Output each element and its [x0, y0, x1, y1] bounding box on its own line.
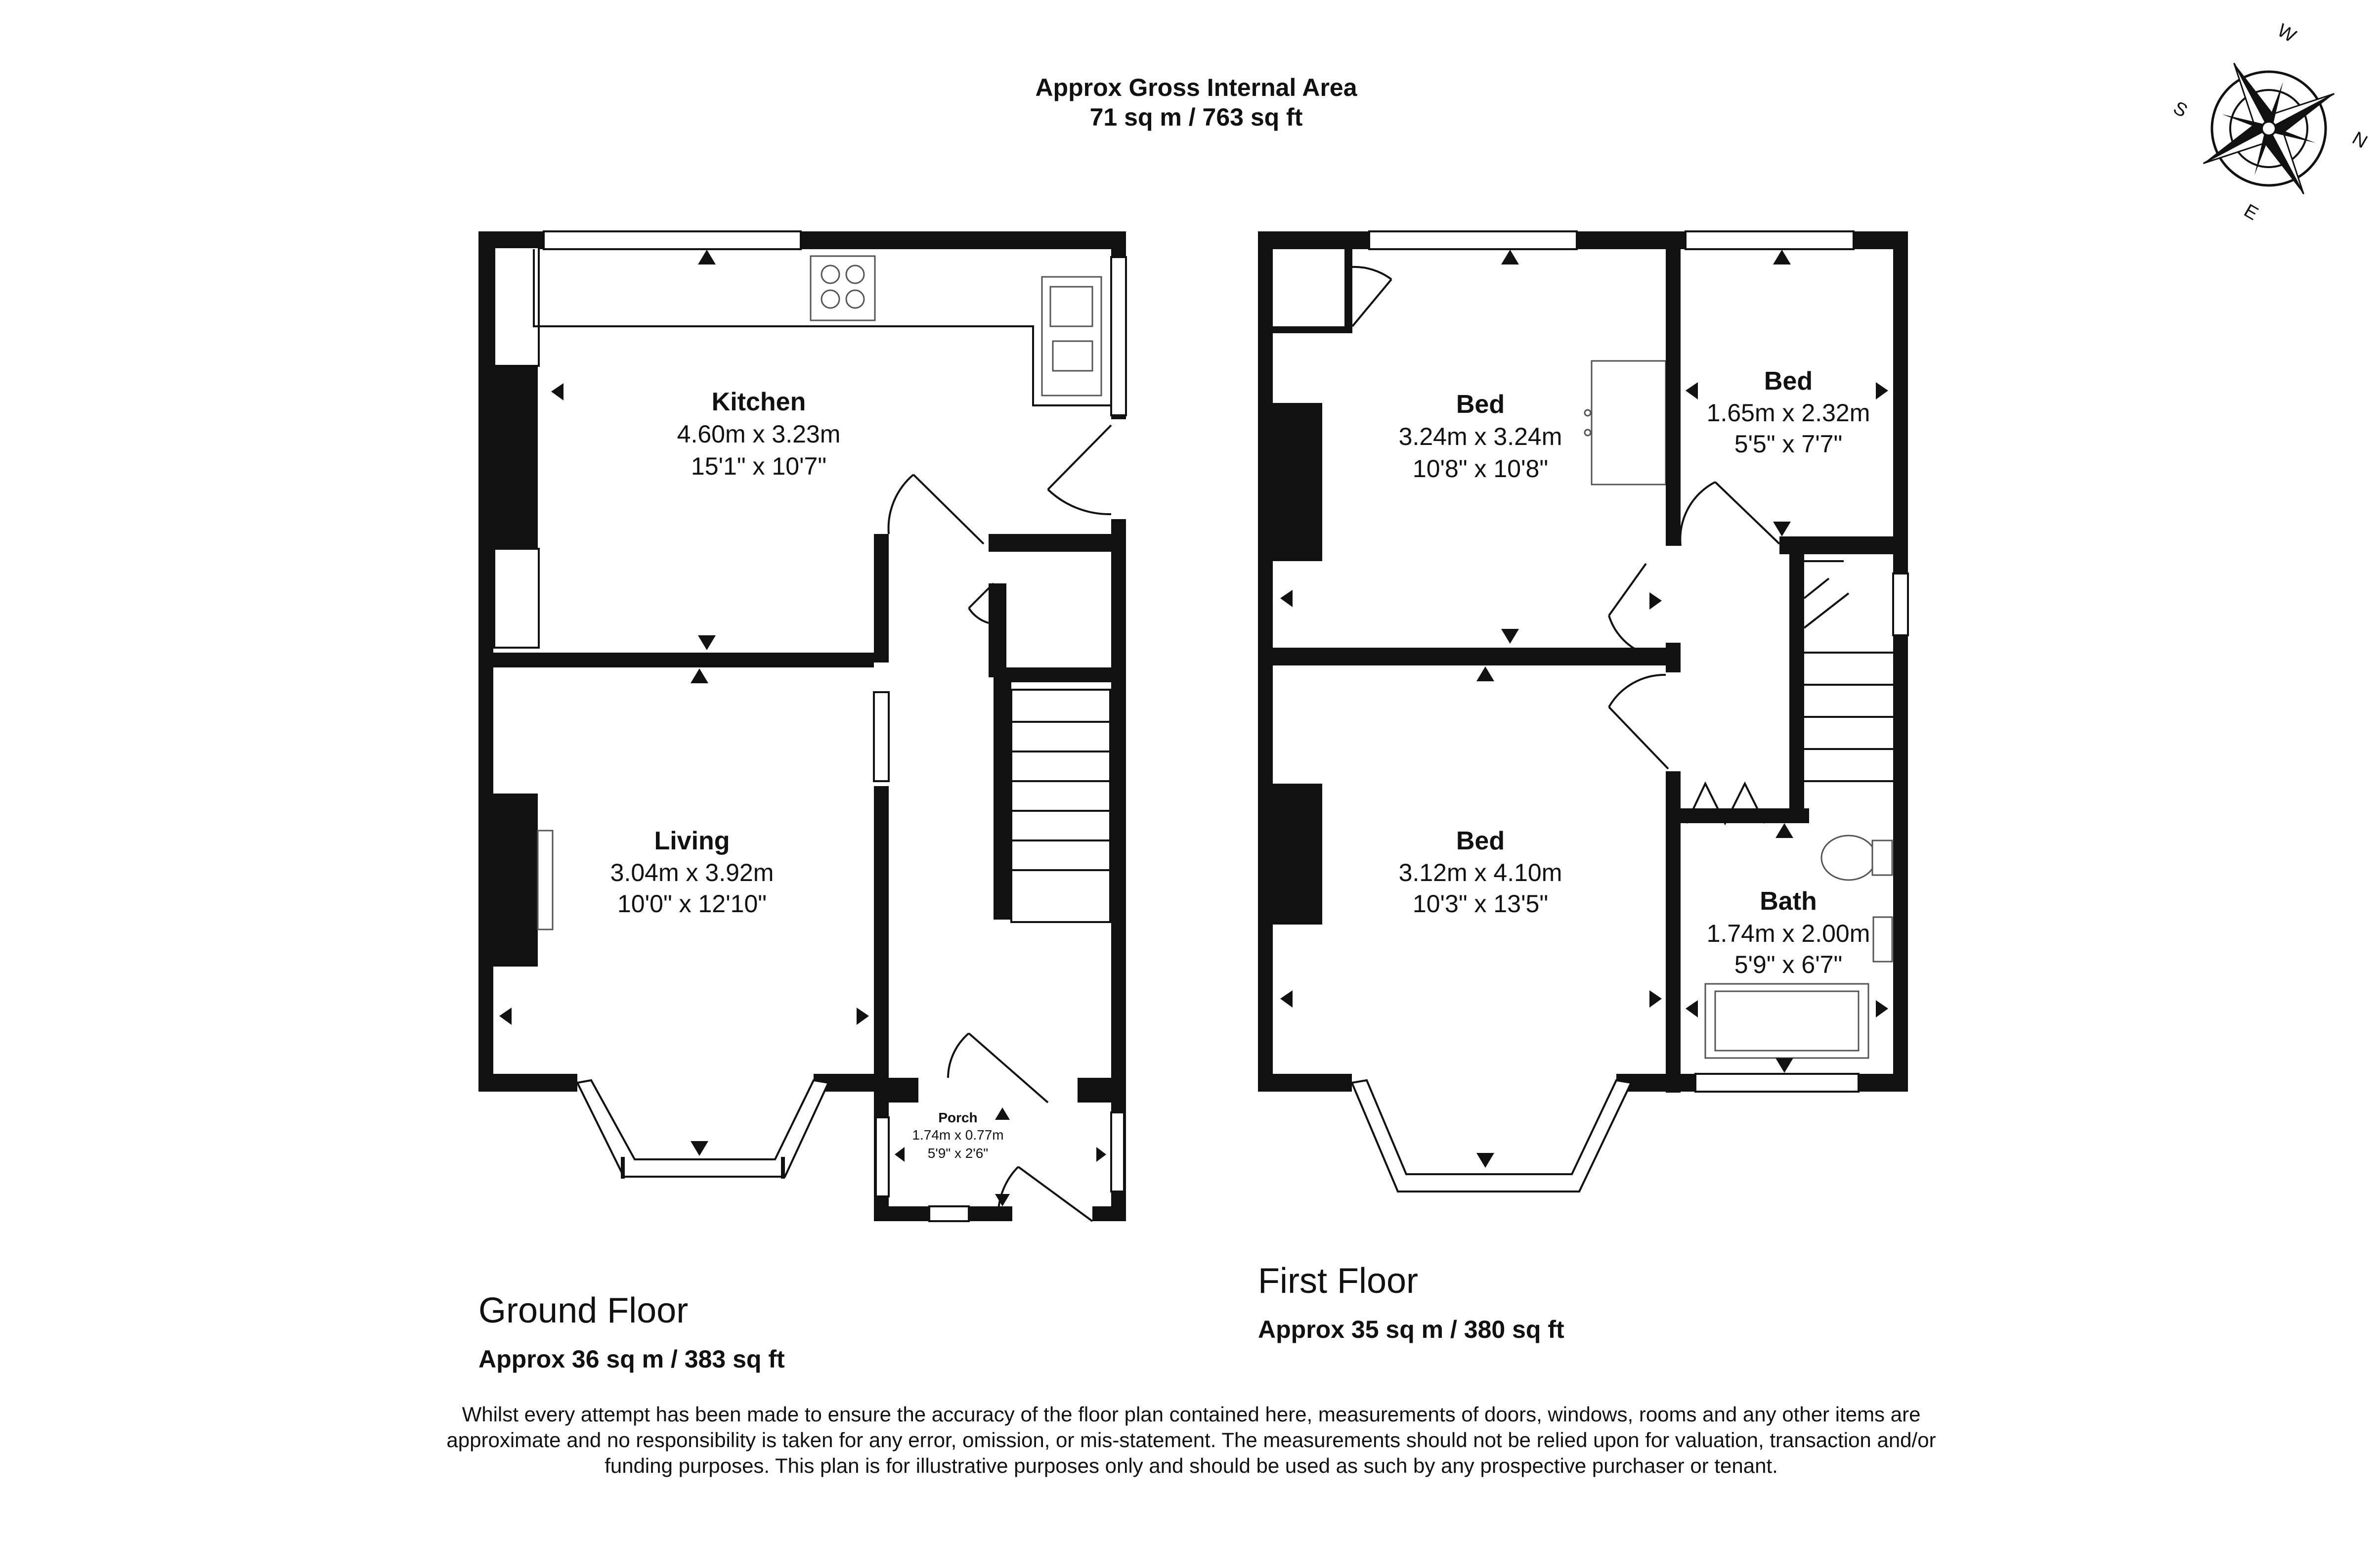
living-metric: 3.04m x 3.92m	[610, 859, 774, 886]
porch-imperial: 5'9" x 2'6"	[928, 1146, 988, 1161]
bed1-metric: 3.24m x 3.24m	[1399, 423, 1562, 450]
header-title: Approx Gross Internal Area	[1035, 74, 1357, 101]
first-floor-plan	[1258, 230, 1909, 1192]
living-imperial: 10'0" x 12'10"	[617, 890, 767, 918]
bed1-name: Bed	[1456, 390, 1505, 419]
compass-label-e: E	[2241, 200, 2262, 224]
kitchen-name: Kitchen	[712, 388, 806, 416]
kitchen-metric: 4.60m x 3.23m	[677, 420, 841, 448]
bath-imperial: 5'9" x 6'7"	[1734, 951, 1843, 978]
living-name: Living	[654, 827, 730, 855]
ground-floor-plan	[478, 230, 1127, 1222]
compass-label-n: N	[2349, 128, 2371, 153]
porch-name: Porch	[938, 1110, 977, 1125]
porch-metric: 1.74m x 0.77m	[912, 1127, 1003, 1143]
bath-name: Bath	[1760, 887, 1817, 916]
first-floor-area: Approx 35 sq m / 380 sq ft	[1258, 1316, 1564, 1343]
header-area: 71 sq m / 763 sq ft	[1090, 103, 1303, 131]
bath-metric: 1.74m x 2.00m	[1707, 920, 1870, 947]
compass-label-s: S	[2170, 97, 2191, 122]
bed1-imperial: 10'8" x 10'8"	[1413, 455, 1548, 483]
disclaimer-text: Whilst every attempt has been made to en…	[446, 1403, 1936, 1477]
first-floor-title: First Floor	[1258, 1261, 1418, 1301]
bed2-imperial: 5'5" x 7'7"	[1734, 430, 1843, 458]
compass-label-w: W	[2274, 20, 2299, 46]
ground-floor-area: Approx 36 sq m / 383 sq ft	[478, 1345, 785, 1373]
compass-icon	[2203, 62, 2335, 195]
bed2-name: Bed	[1764, 367, 1813, 396]
bed3-metric: 3.12m x 4.10m	[1399, 859, 1562, 886]
ground-floor-title: Ground Floor	[478, 1291, 689, 1330]
bed3-imperial: 10'3" x 13'5"	[1413, 890, 1548, 918]
kitchen-imperial: 15'1" x 10'7"	[691, 452, 826, 480]
bed3-name: Bed	[1456, 827, 1505, 855]
bed2-metric: 1.65m x 2.32m	[1707, 399, 1870, 427]
